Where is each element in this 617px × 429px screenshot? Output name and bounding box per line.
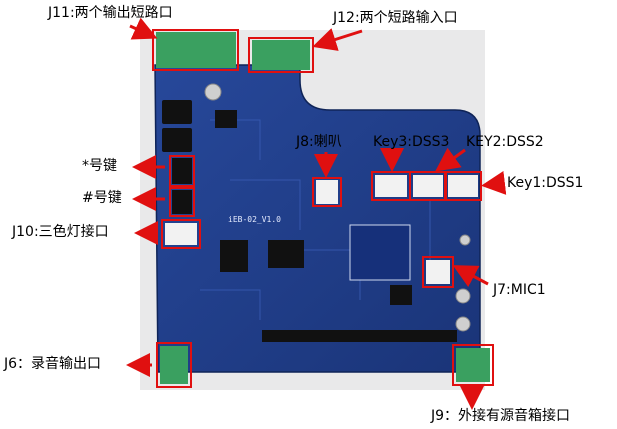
j12-terminal-block [252, 40, 310, 70]
board-silkscreen: iEB-02_V1.0 [228, 215, 281, 224]
ic-chip [268, 240, 304, 268]
j9-terminal [456, 348, 490, 382]
label-star-key: *号键 [82, 158, 117, 174]
mount-hole [459, 234, 471, 246]
label-j9: J9：外接有源音箱接口 [431, 408, 571, 424]
star-key-button [172, 158, 192, 184]
label-j11: J11:两个输出短路口 [48, 5, 173, 21]
j6-terminal [160, 346, 188, 384]
j8-highlight [312, 177, 342, 207]
pcb-board [154, 64, 481, 373]
mount-hole [204, 83, 222, 101]
mount-hole [455, 288, 471, 304]
j11-highlight [152, 29, 239, 71]
j6-highlight [156, 342, 192, 388]
arrow-key2 [435, 147, 466, 172]
relay-1 [162, 100, 192, 124]
j11-terminal-block [156, 32, 236, 68]
hash-key-highlight [169, 187, 195, 217]
relay-2 [162, 128, 192, 152]
arrow-j12 [312, 28, 363, 51]
hash-key-button [172, 190, 192, 214]
label-j10: J10:三色灯接口 [12, 224, 109, 240]
key3-connector [375, 175, 407, 197]
ic-chip [390, 285, 412, 305]
j9-highlight [452, 344, 494, 386]
key1-highlight [444, 171, 482, 201]
j10-highlight [161, 219, 201, 249]
j10-connector [165, 223, 197, 245]
arrow-j11 [129, 17, 158, 40]
mount-hole [455, 316, 471, 332]
label-hash-key: #号键 [82, 190, 122, 206]
label-j6: J6：录音输出口 [4, 356, 102, 372]
label-j7: J7:MIC1 [493, 282, 546, 298]
pin-header-strip [262, 330, 457, 342]
star-key-highlight [169, 155, 195, 187]
ic-chip [215, 110, 237, 128]
j8-connector [316, 180, 338, 204]
label-j12: J12:两个短路输入口 [333, 10, 458, 26]
label-key3: Key3:DSS3 [373, 134, 450, 150]
j12-highlight [248, 37, 314, 73]
ic-chip [220, 240, 248, 272]
arrow-key1 [481, 170, 507, 195]
label-key2: KEY2:DSS2 [466, 134, 544, 150]
label-key1: Key1:DSS1 [507, 175, 584, 191]
key1-connector [448, 175, 478, 197]
speech-module [349, 224, 411, 281]
j7-connector [426, 260, 450, 284]
key2-connector [413, 175, 443, 197]
label-j8: J8:喇叭 [296, 134, 342, 150]
annotation-arrows [126, 17, 507, 410]
arrow-j7 [452, 265, 489, 288]
